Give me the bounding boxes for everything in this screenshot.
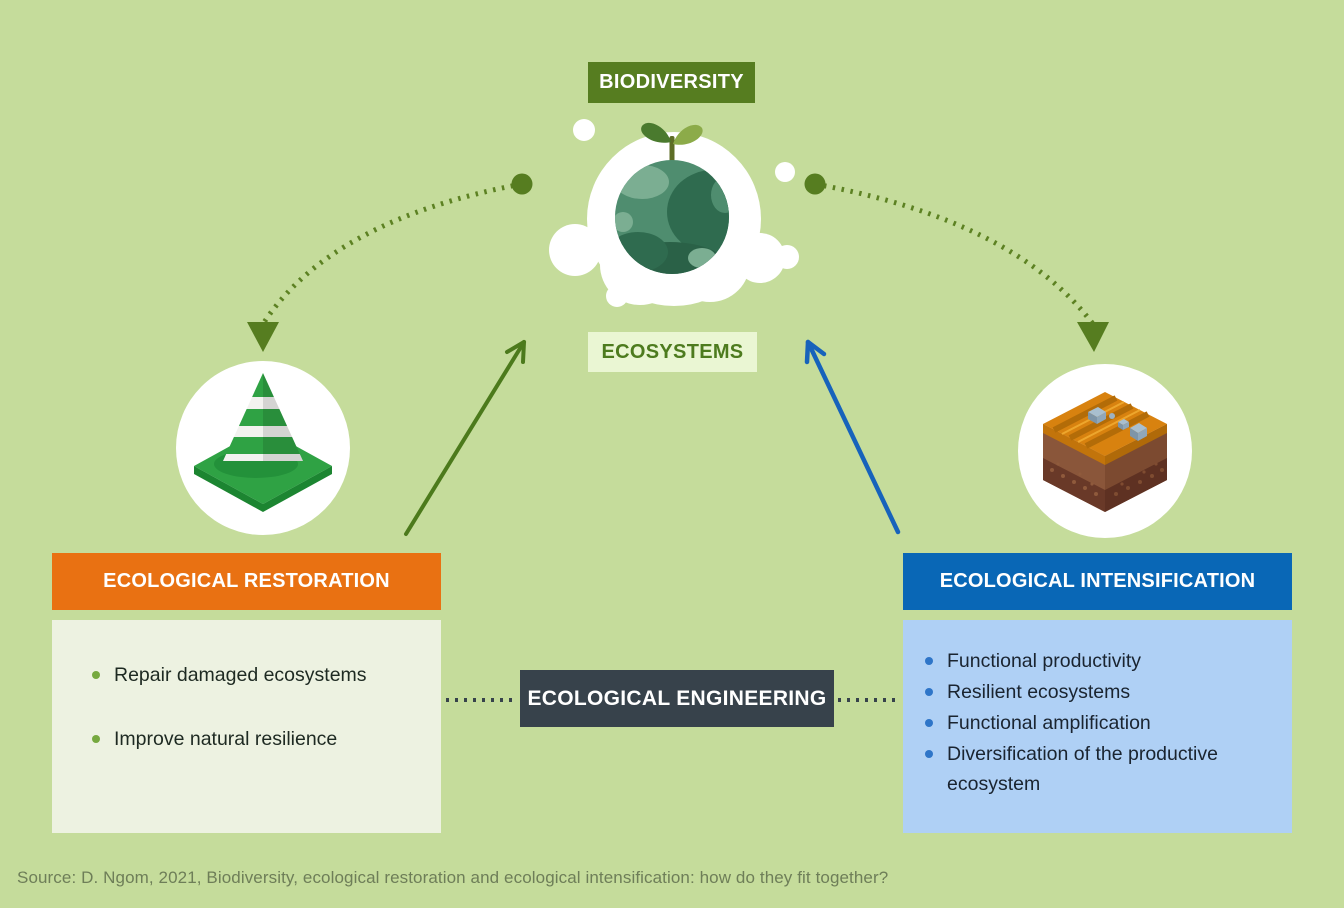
cloud-shape bbox=[549, 119, 799, 307]
dotted-arc-right-start-dot bbox=[804, 173, 826, 195]
list-item: Resilient ecosystems bbox=[925, 677, 1278, 707]
bullet-dot bbox=[92, 671, 100, 679]
intensification-icon-circle bbox=[1018, 364, 1192, 538]
intensification-header-label: ECOLOGICAL INTENSIFICATION bbox=[939, 570, 1256, 592]
globe bbox=[615, 160, 729, 274]
intensification-card-header: ECOLOGICAL INTENSIFICATION bbox=[903, 553, 1292, 610]
restoration-card-header: ECOLOGICAL RESTORATION bbox=[52, 553, 441, 610]
soil-block-icon bbox=[1043, 392, 1167, 512]
list-item: Repair damaged ecosystems bbox=[92, 660, 421, 690]
list-item-text: Resilient ecosystems bbox=[947, 681, 1131, 703]
dotted-arc-left bbox=[260, 181, 523, 326]
restoration-icon-circle bbox=[176, 361, 350, 535]
list-item-text: Functional productivity bbox=[947, 650, 1142, 672]
list-item: Functional amplification bbox=[925, 708, 1278, 738]
bullet-dot bbox=[925, 688, 933, 696]
ecosystems-badge: ECOSYSTEMS bbox=[588, 332, 757, 372]
bullet-dot bbox=[925, 719, 933, 727]
dotted-arc-left-arrowhead bbox=[247, 322, 279, 352]
arrow-restoration-to-ecosystems bbox=[404, 340, 526, 536]
globe-sprout-icon bbox=[549, 119, 799, 307]
biodiversity-badge-label: BIODIVERSITY bbox=[599, 71, 744, 93]
dotted-arc-right bbox=[814, 181, 1095, 326]
bullet-dot bbox=[925, 657, 933, 665]
dotted-arc-right-arrowhead bbox=[1077, 322, 1109, 352]
traffic-cone-icon bbox=[194, 373, 332, 512]
list-item: Diversification of the productive ecosys… bbox=[925, 739, 1278, 799]
sprout bbox=[641, 122, 703, 164]
dotted-arc-left-start-dot bbox=[511, 173, 533, 195]
arrow-intensification-to-ecosystems bbox=[804, 339, 901, 535]
bullet-dot bbox=[92, 735, 100, 743]
bullet-dot bbox=[925, 750, 933, 758]
furrows bbox=[1052, 395, 1150, 449]
soil-speckles bbox=[1050, 462, 1098, 496]
list-item-text: Repair damaged ecosystems bbox=[114, 664, 367, 686]
source-citation: Source: D. Ngom, 2021, Biodiversity, eco… bbox=[17, 868, 889, 887]
biodiversity-badge: BIODIVERSITY bbox=[588, 62, 755, 103]
engineering-badge: ECOLOGICAL ENGINEERING bbox=[520, 670, 834, 727]
list-item: Functional productivity bbox=[925, 646, 1278, 676]
ecosystems-badge-label: ECOSYSTEMS bbox=[601, 340, 744, 363]
list-item-text: Improve natural resilience bbox=[114, 728, 338, 750]
rocks bbox=[1088, 407, 1147, 441]
list-item: Improve natural resilience bbox=[92, 724, 421, 754]
restoration-header-label: ECOLOGICAL RESTORATION bbox=[103, 570, 390, 592]
soil-speckles-right bbox=[1114, 462, 1164, 496]
engineering-badge-label: ECOLOGICAL ENGINEERING bbox=[527, 686, 827, 710]
list-item-text: Diversification of the productive ecosys… bbox=[947, 743, 1218, 795]
list-item-text: Functional amplification bbox=[947, 712, 1151, 734]
